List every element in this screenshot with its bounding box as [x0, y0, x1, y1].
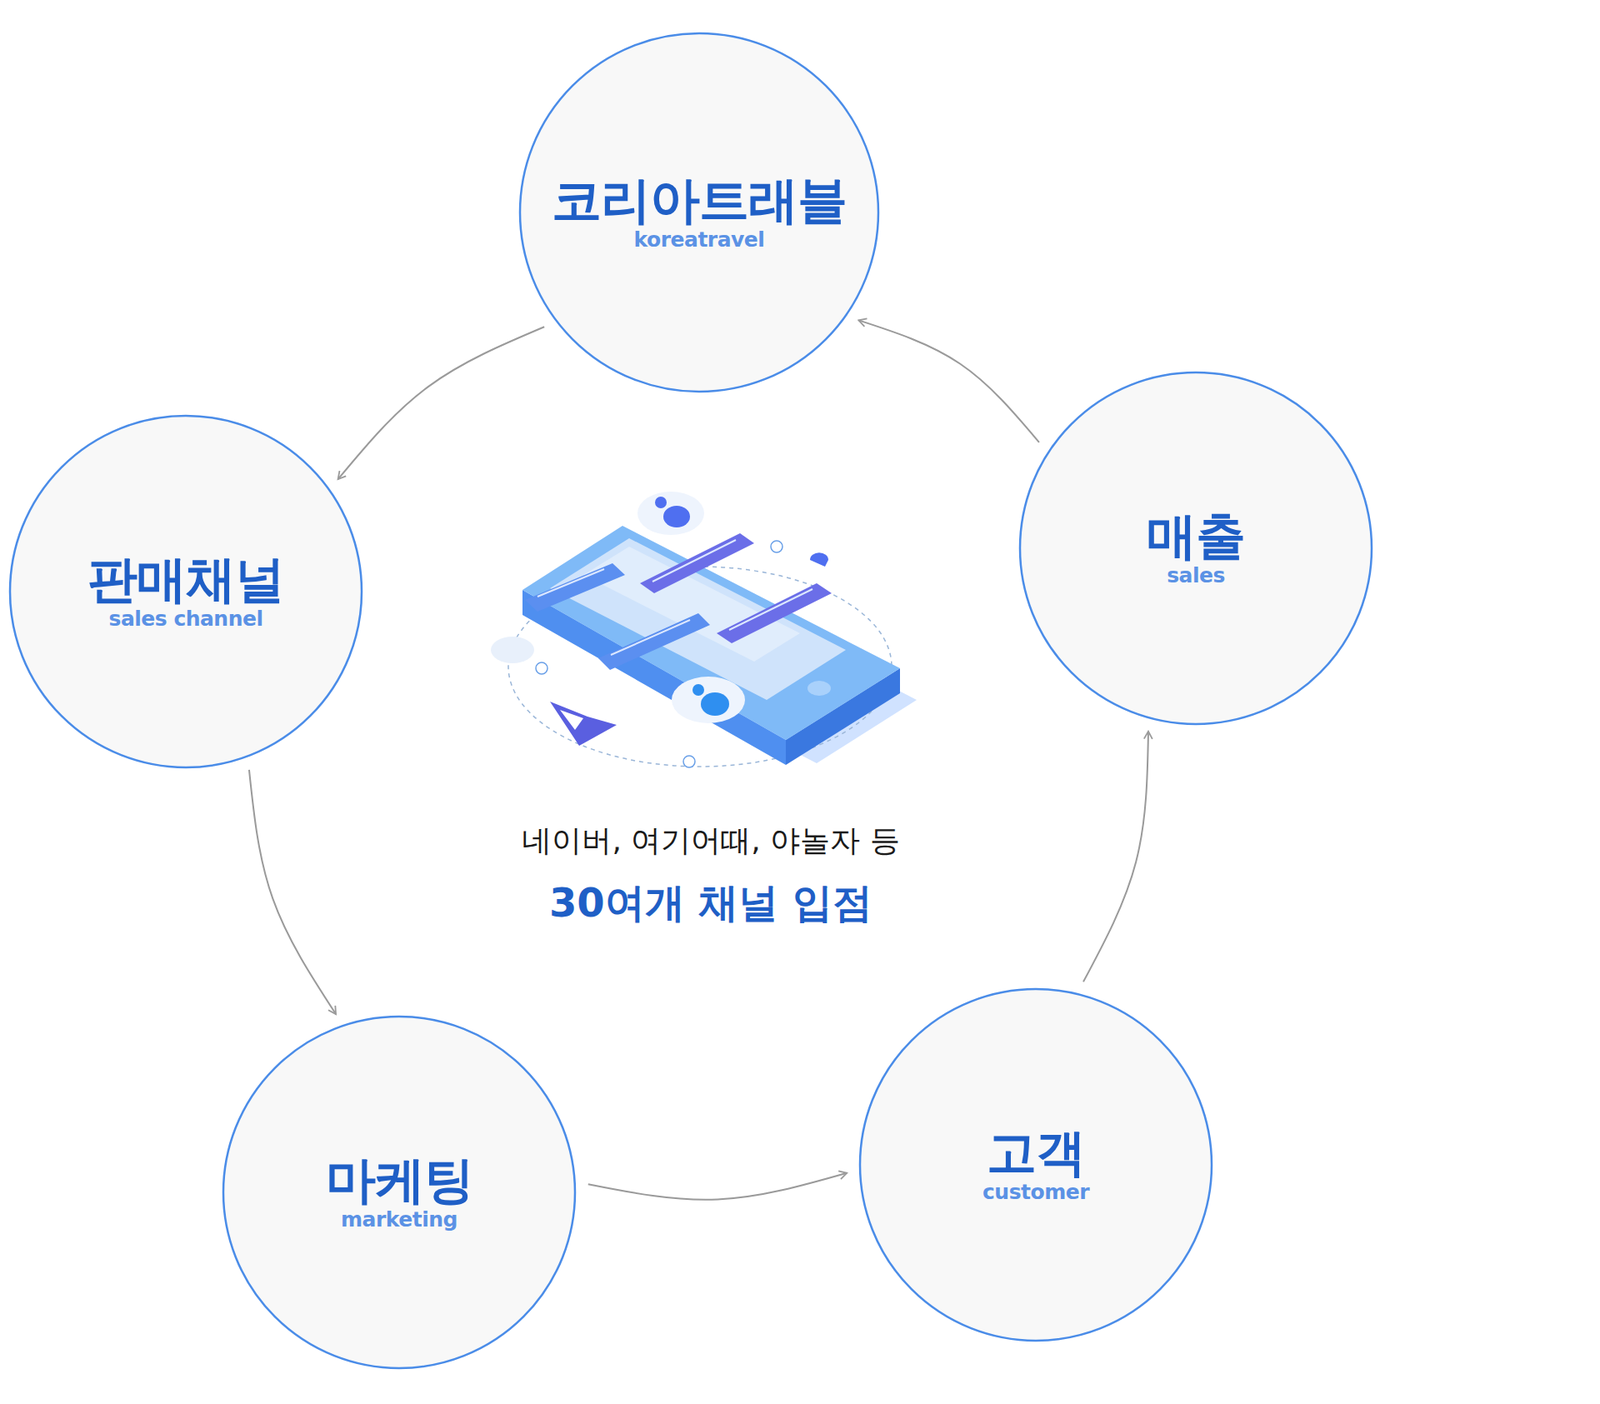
circle-shape [1020, 372, 1372, 725]
node-title: 고객 [986, 1125, 1085, 1180]
avatar-icon [655, 496, 667, 509]
chat-text-line [729, 589, 813, 630]
envelope-flap [560, 710, 584, 730]
node-subtitle: koreatravel [634, 227, 765, 253]
cycle-arrow [249, 770, 336, 1015]
orbit-dot [683, 755, 695, 768]
node-subtitle: customer [982, 1180, 1090, 1205]
node-subtitle: sales [1166, 563, 1225, 589]
node-subtitle: marketing [340, 1207, 458, 1233]
orbit-dot [770, 540, 783, 553]
node-title: 마케팅 [325, 1152, 474, 1208]
avatar-badge [671, 676, 745, 724]
phone-top [522, 525, 900, 740]
channel-note: 네이버, 여기어때, 야놀자 등 [516, 820, 905, 862]
node-title: 코리아트래블 [551, 172, 847, 228]
small-badge [490, 636, 535, 664]
envelope-icon [550, 701, 617, 746]
chat-text-line [652, 540, 736, 582]
avatar-icon [700, 692, 730, 716]
circle-node: 코리아트래블koreatravel [518, 31, 880, 394]
circle-shape [860, 989, 1212, 1341]
cycle-arrow [338, 326, 545, 480]
circle-node: 마케팅marketing [221, 1015, 577, 1370]
node-subtitle: sales channel [109, 606, 264, 632]
cycle-arrow [588, 1173, 847, 1200]
chat-text-line [537, 569, 605, 597]
circle-node: 매출sales [1018, 370, 1374, 726]
channel-count: 30여개 채널 입점 [544, 876, 878, 930]
circle-shape [223, 1016, 575, 1369]
node-title: 매출 [1146, 508, 1245, 564]
chat-text-line [610, 620, 690, 655]
avatar-icon [663, 505, 690, 528]
chat-bubble [640, 533, 755, 594]
small-icon [810, 552, 829, 567]
chat-bubble [598, 613, 710, 670]
cycle-arrow [1083, 731, 1149, 983]
home-button [807, 680, 831, 696]
cycle-arrow [858, 320, 1040, 442]
avatar-badge [637, 491, 705, 535]
chat-bubble [716, 583, 832, 644]
circle-node: 판매채널sales channel [8, 414, 364, 770]
orbit-dot [535, 662, 548, 675]
node-title: 판매채널 [87, 551, 285, 607]
avatar-icon [692, 684, 705, 696]
circle-shape [10, 415, 362, 768]
circle-node: 고객customer [858, 987, 1214, 1343]
circle-shape [520, 33, 879, 392]
chat-bubble [525, 563, 625, 612]
